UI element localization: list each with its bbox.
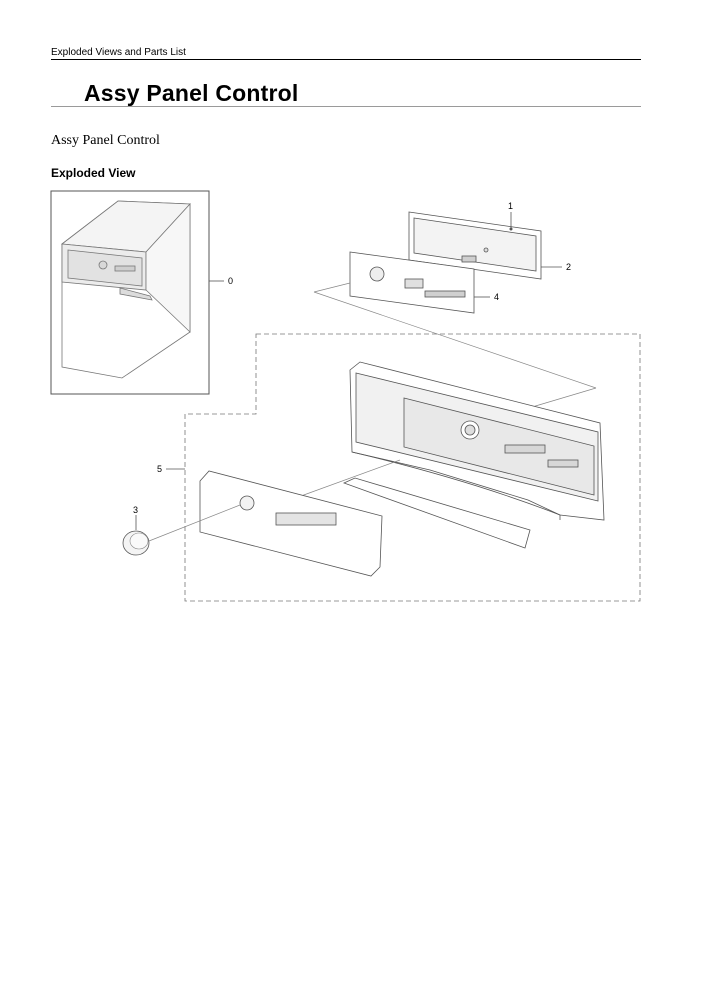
callout-3: 3 bbox=[133, 505, 138, 515]
washer-reference-box bbox=[50, 190, 210, 395]
section-heading: Exploded View bbox=[51, 166, 136, 180]
page-title: Assy Panel Control bbox=[84, 80, 299, 106]
screw-part bbox=[509, 227, 513, 231]
callout-0: 0 bbox=[228, 276, 233, 286]
running-header: Exploded Views and Parts List bbox=[51, 47, 186, 58]
assembly-boundary bbox=[184, 333, 641, 602]
front-panel-part bbox=[199, 470, 383, 577]
callout-4: 4 bbox=[494, 292, 499, 302]
pcb-frame-part bbox=[408, 211, 542, 280]
callout-1: 1 bbox=[508, 201, 513, 211]
header-rule bbox=[51, 59, 641, 60]
assembly-guide-line bbox=[289, 459, 401, 501]
knob-part bbox=[122, 530, 150, 556]
trim-strip-part bbox=[342, 477, 531, 549]
control-panel-frame-part bbox=[349, 361, 605, 521]
assembly-guide-line bbox=[313, 291, 597, 389]
callout-5: 5 bbox=[157, 464, 162, 474]
assembly-guide-line bbox=[148, 504, 241, 542]
assembly-guide-line bbox=[313, 282, 351, 293]
callout-2: 2 bbox=[566, 262, 571, 272]
washer-illustration bbox=[60, 200, 191, 379]
page-subtitle: Assy Panel Control bbox=[51, 133, 160, 148]
display-pcb-part bbox=[349, 251, 475, 314]
title-rule bbox=[51, 106, 641, 107]
